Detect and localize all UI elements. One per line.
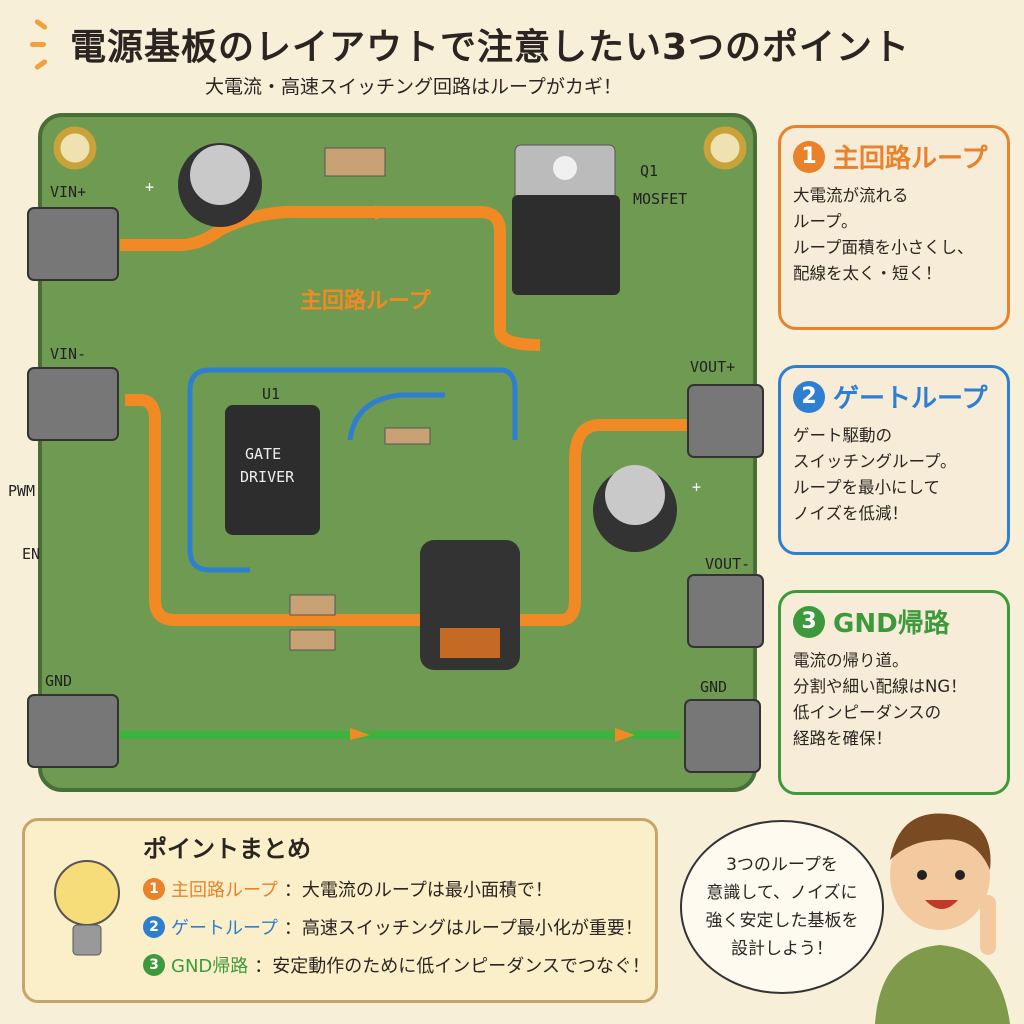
- summary-box: ポイントまとめ 1 主回路ループ：大電流のループは最小面積で！ 2 ゲートループ：高…: [22, 818, 658, 1003]
- card-title: 主回路ループ: [833, 144, 988, 174]
- label-vin-plus: VIN+: [50, 183, 87, 201]
- label-driver: DRIVER: [240, 468, 295, 486]
- label-q1: Q1: [640, 162, 659, 180]
- terminal-connectors: [27, 207, 764, 773]
- label-plus-output: +: [692, 478, 702, 496]
- card-gnd-return: 3 GND帰路 電流の帰り道。 分割や細い配線はNG！ 低インピーダンスの 経路を…: [778, 590, 1010, 795]
- main-loop-return-trace: [125, 394, 690, 626]
- number-badge: 1: [793, 140, 825, 173]
- speech-bubble: 3つのループを 意識して、ノイズに 強く安定した基板を 設計しよう！: [680, 820, 884, 994]
- summary-label: ゲートループ: [171, 918, 278, 939]
- passive-components: [289, 147, 431, 651]
- card-main-loop: 1 主回路ループ 大電流が流れる ループ。 ループ面積を小さくし、 配線を太く・短…: [778, 125, 1010, 330]
- summary-label: 主回路ループ: [171, 880, 278, 901]
- label-gnd-left: GND: [45, 672, 73, 690]
- mount-hole: [53, 126, 97, 170]
- mount-hole: [703, 126, 747, 170]
- pcb-illustration: [27, 113, 764, 792]
- card-body: 電流の帰り道。 分割や細い配線はNG！ 低インピーダンスの 経路を確保！: [793, 651, 967, 748]
- summary-text: ：高速スイッチングはループ最小化が重要！: [283, 918, 643, 939]
- gate-driver-ic: [225, 405, 320, 535]
- label-plus-input: +: [145, 178, 155, 196]
- gate-arrow: [347, 392, 445, 441]
- summary-title: ポイントまとめ: [143, 835, 311, 863]
- summary-label: GND帰路: [171, 956, 249, 977]
- gate-loop-trace: [187, 367, 518, 573]
- label-vout-minus: VOUT-: [705, 555, 751, 573]
- summary-item: 2 ゲートループ：高速スイッチングはループ最小化が重要！: [143, 914, 643, 940]
- card-body: 大電流が流れる ループ。 ループ面積を小さくし、 配線を太く・短く！: [793, 186, 974, 283]
- label-en: EN: [22, 545, 41, 563]
- mosfet-body: [512, 195, 620, 295]
- number-badge: 2: [143, 916, 165, 938]
- number-badge: 1: [143, 878, 165, 900]
- main-loop-trace: [120, 205, 541, 351]
- number-badge: 3: [143, 954, 165, 976]
- label-gnd-right: GND: [700, 678, 728, 696]
- card-title: ゲートループ: [833, 384, 988, 414]
- label-gate: GATE: [245, 445, 282, 463]
- page-subtitle: 大電流・高速スイッチング回路はループがカギ！: [205, 76, 622, 98]
- lightbulb-icon: [54, 860, 120, 956]
- label-mosfet: MOSFET: [633, 190, 688, 208]
- label-pwm: PWM: [8, 482, 36, 500]
- label-vin-minus: VIN-: [50, 345, 87, 363]
- card-body: ゲート駆動の スイッチングループ。 ループを最小にして ノイズを低減！: [793, 426, 957, 523]
- label-u1: U1: [262, 385, 281, 403]
- summary-text: ：安定動作のために低インピーダンスでつなぐ！: [254, 956, 650, 977]
- label-vout-plus: VOUT+: [690, 358, 736, 376]
- summary-item: 3 GND帰路：安定動作のために低インピーダンスでつなぐ！: [143, 952, 650, 978]
- summary-text: ：大電流のループは最小面積で！: [283, 880, 553, 901]
- summary-item: 1 主回路ループ：大電流のループは最小面積で！: [143, 876, 553, 902]
- number-badge: 2: [793, 380, 825, 413]
- engineer-character: [875, 813, 1010, 1024]
- number-badge: 3: [793, 605, 825, 638]
- label-main-loop: 主回路ループ: [300, 289, 431, 314]
- card-title: GND帰路: [833, 609, 950, 639]
- page-title: 電源基板のレイアウトで注意したい3つのポイント: [70, 27, 911, 68]
- accent-marks: [28, 18, 58, 72]
- card-gate-loop: 2 ゲートループ ゲート駆動の スイッチングループ。 ループを最小にして ノイズを…: [778, 365, 1010, 555]
